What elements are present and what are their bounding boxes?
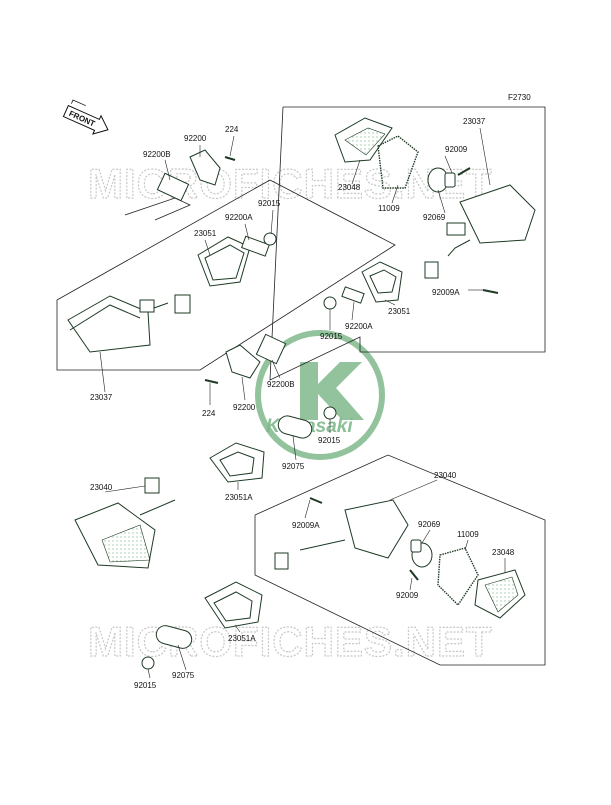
part-label: 92200 (233, 403, 256, 412)
center-nut-92015 (323, 406, 337, 420)
upper-screw-92009 (457, 167, 471, 176)
upper-bulb (427, 167, 456, 193)
upper-right-assembly-frame (269, 106, 546, 381)
part-label: 92009 (445, 145, 468, 154)
part-label: 92015 (320, 332, 343, 341)
part-label: 92009A (292, 521, 320, 530)
left-rubber-23051 (197, 236, 251, 287)
part-label: 92069 (423, 213, 446, 222)
part-label: 92200A (345, 322, 373, 331)
top-screw-224 (224, 156, 236, 161)
center-rubber-23051A (209, 442, 265, 483)
part-label: 23048 (492, 548, 515, 557)
lower-bulb-92069 (410, 539, 433, 568)
upper-right-signal-housing (424, 184, 536, 279)
part-label: 23051 (194, 229, 217, 238)
part-label: 23051 (388, 307, 411, 316)
left-signal-23037 (67, 294, 191, 353)
upper-right-plate-92200A (341, 286, 365, 304)
lower-right-assembly-frame (254, 454, 546, 666)
leader-lines (99, 127, 506, 679)
left-assembly-frame (56, 179, 396, 371)
upper-gasket (377, 135, 419, 189)
part-labels: 224 92200 92200B 92015 92200A 23051 2303… (90, 117, 515, 690)
lower-lens-23048 (474, 569, 526, 619)
lower-gasket-11009 (437, 547, 479, 607)
part-label: 92069 (418, 520, 441, 529)
lower-right-signal-23040 (274, 499, 409, 570)
upper-right-nut-92015 (323, 296, 337, 310)
part-label: 92015 (318, 436, 341, 445)
upper-right-rubber-23051 (361, 261, 403, 303)
part-label: 92200B (143, 150, 171, 159)
part-label: 23037 (463, 117, 486, 126)
part-label: 92009 (396, 591, 419, 600)
top-bracket-92200 (189, 149, 221, 186)
lower-screw-92009 (409, 569, 419, 581)
part-label: 11009 (378, 204, 400, 213)
center-screw-224 (204, 379, 219, 384)
figure-code: F2730 (508, 93, 531, 102)
part-label: 92075 (282, 462, 305, 471)
left-plate-92200A (241, 235, 270, 257)
center-bush-92075 (277, 415, 313, 439)
part-label: 92200 (184, 134, 207, 143)
part-label: 92200A (225, 213, 253, 222)
part-label: 92075 (172, 671, 195, 680)
part-label: 23051A (225, 493, 253, 502)
part-label: 92015 (258, 199, 281, 208)
part-label: 23040 (90, 483, 113, 492)
watermark-top: MICROFICHES.NET (88, 160, 493, 207)
top-plate-92200B (156, 172, 190, 202)
lower-screw-92009A (309, 497, 323, 504)
part-label: 11009 (457, 530, 479, 539)
lower-rubber-23051A (204, 581, 263, 629)
upper-right-signal-lens (334, 117, 393, 163)
upper-screw-92009A (482, 289, 499, 294)
part-label: 92200B (267, 380, 295, 389)
part-label: 92015 (134, 681, 157, 690)
part-label: 23051A (228, 634, 256, 643)
part-label: 23037 (90, 393, 113, 402)
lower-nut-92015 (141, 656, 155, 670)
part-label: 23040 (434, 471, 457, 480)
part-label: 224 (225, 125, 239, 134)
tag-bracket-frame (124, 197, 191, 221)
center-bracket-92200 (225, 344, 261, 379)
front-direction-badge: FRONT (62, 99, 109, 135)
left-nut-92015 (263, 232, 277, 246)
lower-bush-92075 (155, 625, 193, 649)
center-plate-92200B (255, 333, 287, 365)
left-signal-23040 (74, 477, 176, 569)
part-label: 23048 (338, 183, 361, 192)
part-label: 224 (202, 409, 216, 418)
part-label: 92009A (432, 288, 460, 297)
